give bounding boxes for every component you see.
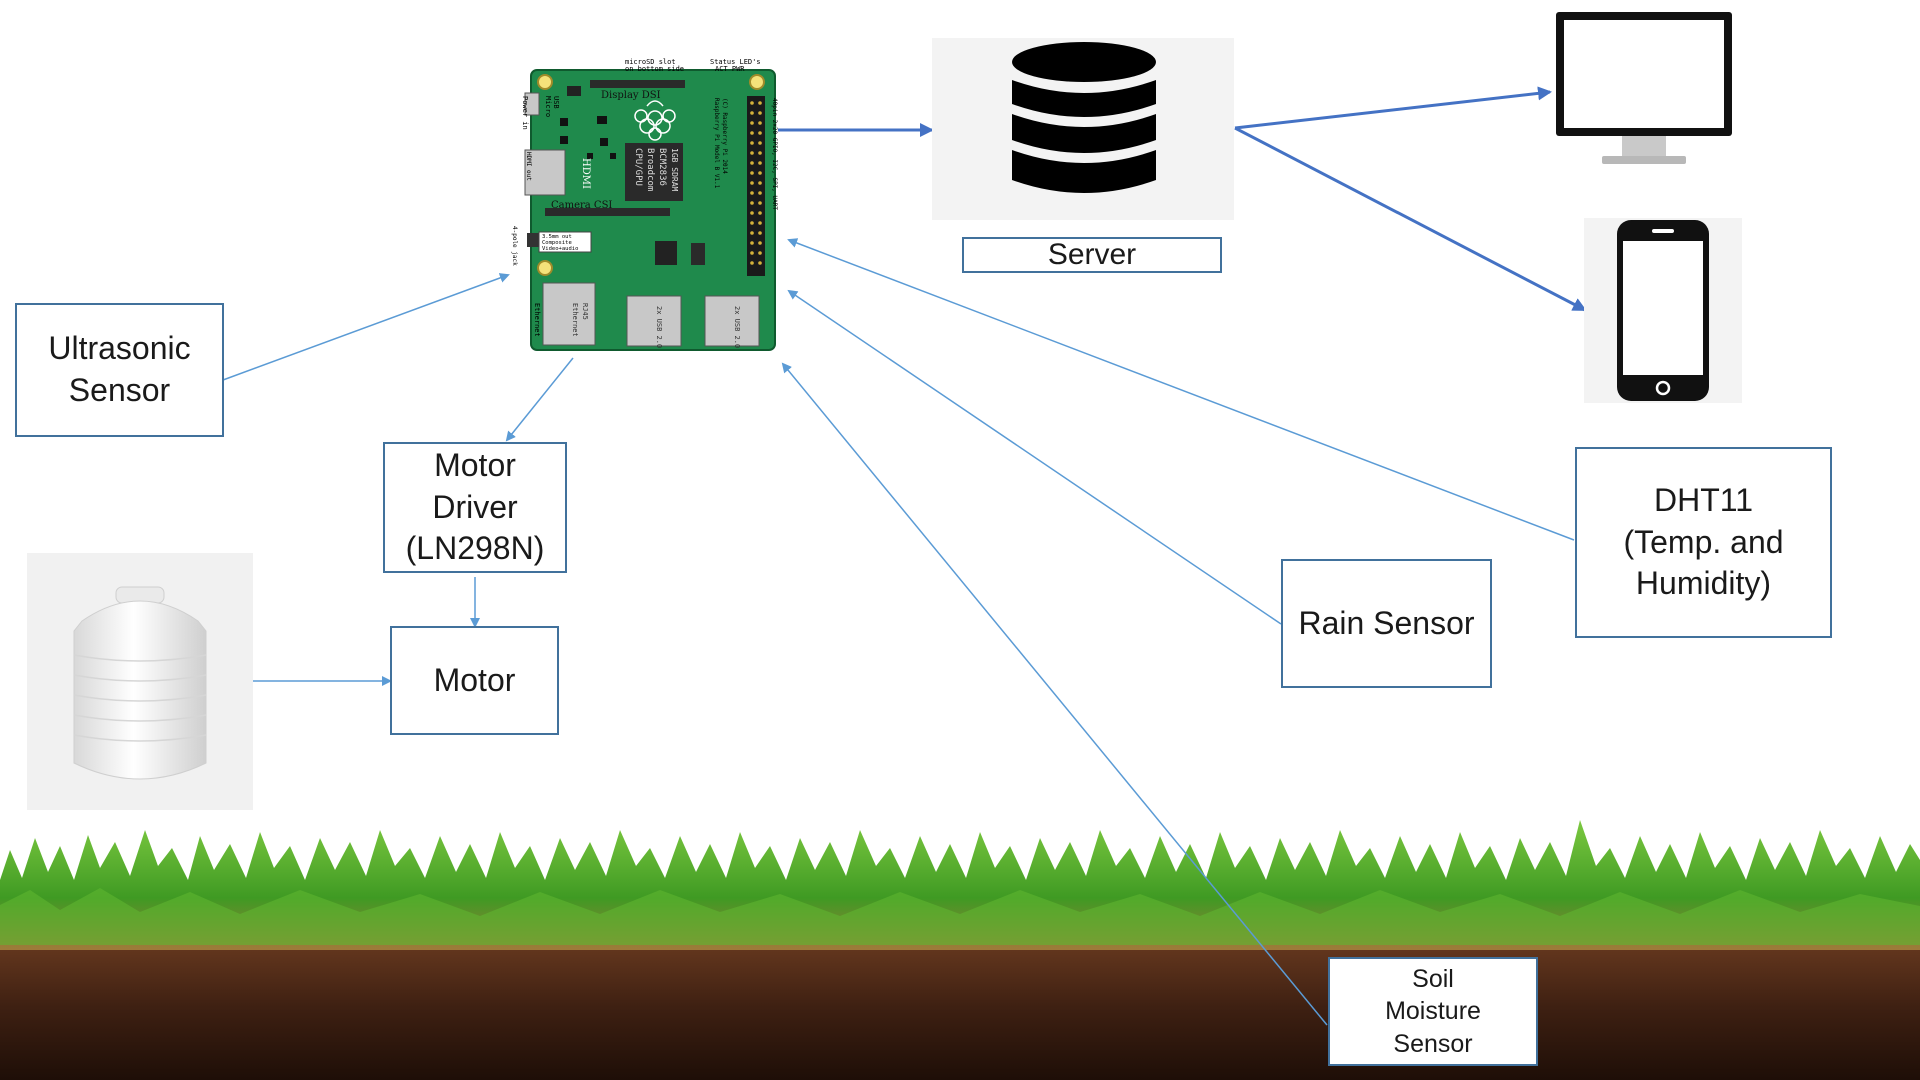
soil-moisture-label: Soil Moisture Sensor: [1385, 964, 1481, 1058]
motor-box: Motor: [390, 626, 559, 735]
arrow-dht11-to-pi: [787, 238, 1575, 541]
server-label: Server: [1047, 238, 1137, 271]
svg-text:Ethernet: Ethernet: [571, 303, 579, 337]
raspberry-logo: [634, 100, 676, 141]
soil-layer: [0, 935, 1920, 1080]
raspberry-pi-board: microSD slot on bottom side Status LED's…: [511, 58, 778, 351]
water-tank-icon: [73, 586, 207, 780]
rain-sensor-box: Rain Sensor: [1281, 559, 1492, 688]
svg-text:4-pole jack: 4-pole jack: [511, 226, 518, 266]
svg-text:Composite: Composite: [542, 240, 572, 246]
svg-text:2x USB 2.0: 2x USB 2.0: [655, 306, 663, 348]
silkscreen-hdmi: HDMI: [580, 158, 591, 189]
motor-driver-box: Motor Driver (LN298N): [383, 442, 567, 573]
svg-text:CPU/GPU: CPU/GPU: [633, 148, 643, 186]
rain-sensor-label: Rain Sensor: [1298, 605, 1475, 641]
grass-highlight: [0, 888, 1920, 945]
silkscreen-power: Power in: [521, 96, 529, 130]
svg-text:Display DSI: Display DSI: [601, 90, 661, 101]
silkscreen-camera: Camera CSI: [551, 200, 612, 211]
svg-text:RJ45: RJ45: [581, 303, 589, 320]
arrow-rain-to-pi: [787, 289, 1282, 625]
arrow-pi-to-motor-driver: [505, 357, 574, 442]
svg-text:Micro: Micro: [544, 96, 552, 117]
svg-text:3.5mm out: 3.5mm out: [542, 234, 572, 240]
svg-text:HDMI out: HDMI out: [525, 152, 532, 181]
motor-label: Motor: [433, 662, 516, 698]
ultrasonic-sensor-label: Ultrasonic Sensor: [48, 330, 191, 408]
svg-text:Broadcom: Broadcom: [645, 148, 655, 191]
arrow-server-to-phone: [1234, 126, 1587, 312]
database-icon: [1012, 42, 1156, 193]
arrow-ultrasonic-to-pi: [222, 273, 510, 381]
silkscreen-gpio: 40pin 2x20 GPIO, I2C, SPI, UART: [771, 98, 778, 210]
silkscreen-sd-slot: microSD slot: [625, 58, 676, 66]
arrow-server-to-monitor: [1234, 86, 1552, 130]
ultrasonic-sensor-box: Ultrasonic Sensor: [15, 303, 224, 437]
svg-text:1GB SDRAM: 1GB SDRAM: [670, 148, 679, 192]
svg-text:USB: USB: [552, 96, 560, 109]
soil-moisture-box: Soil Moisture Sensor: [1328, 957, 1538, 1066]
svg-text:Video+audio: Video+audio: [542, 246, 578, 252]
smartphone-icon: [1617, 220, 1709, 401]
silkscreen-ethernet-side: Ethernet: [533, 303, 541, 337]
svg-text:on bottom side: on bottom side: [625, 65, 684, 73]
monitor-icon: [1556, 12, 1732, 164]
dht11-label: DHT11 (Temp. and Humidity): [1623, 482, 1784, 602]
silkscreen-status-leds: Status LED's: [710, 58, 761, 66]
dht11-box: DHT11 (Temp. and Humidity): [1575, 447, 1832, 638]
server-label-box: Server: [962, 237, 1222, 273]
motor-driver-label: Motor Driver (LN298N): [405, 447, 545, 567]
arrow-soil-to-pi: [781, 362, 1328, 1026]
silkscreen-model: Raspberry Pi Model B V1.1: [713, 98, 720, 189]
svg-text:ACT PWR: ACT PWR: [715, 65, 745, 73]
svg-text:2x USB 2.0: 2x USB 2.0: [733, 306, 741, 348]
svg-text:(C) Raspberry Pi 2014: (C) Raspberry Pi 2014: [721, 98, 728, 174]
svg-text:BCM2836: BCM2836: [657, 148, 667, 186]
